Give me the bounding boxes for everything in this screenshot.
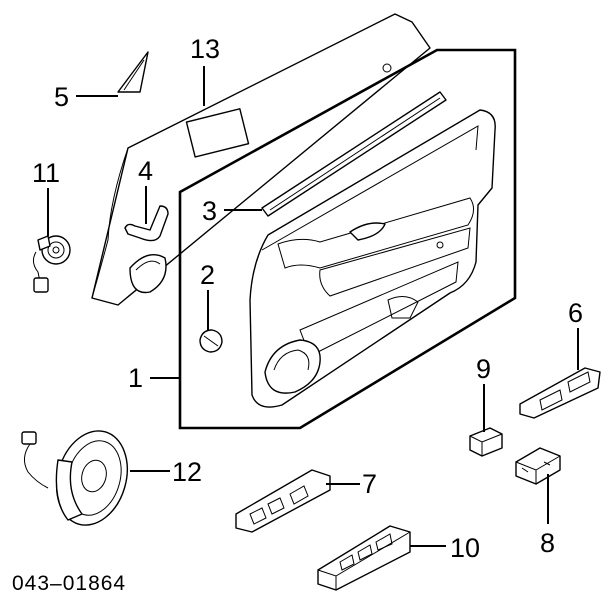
callout-11: 11 [32,158,60,188]
callout-8: 8 [540,528,555,558]
callout-9: 9 [476,354,491,384]
part-2-clip [199,329,223,353]
callout-7: 7 [362,469,377,499]
part-4-pull-handle [124,205,169,242]
callout-3: 3 [202,196,217,226]
callout-13: 13 [190,34,220,64]
part-12-speaker [21,430,128,526]
part-9-switch [469,427,503,457]
part-1-door-trim [249,109,496,408]
callout-12: 12 [172,457,202,487]
part-10-master-switch [317,525,411,591]
callout-2: 2 [200,260,215,290]
callout-1: 1 [128,363,143,393]
part-1-frame [178,48,517,430]
part-5-mirror-cover [117,51,149,93]
callout-labels: 13 5 11 4 3 2 1 9 6 12 7 8 10 [32,34,583,563]
callout-4: 4 [138,156,153,186]
part-code: 043–01864 [12,572,126,595]
part-3-weatherstrip [261,91,447,217]
part-13-shield [91,13,431,306]
callout-10: 10 [450,533,480,563]
leader-lines [47,66,579,547]
callout-6: 6 [568,298,583,328]
part-8-switch [515,447,561,485]
part-6-switch-bezel [519,367,601,419]
callout-5: 5 [54,82,69,112]
part-11-tweeter [32,235,71,293]
part-7-switch-panel [235,469,331,533]
